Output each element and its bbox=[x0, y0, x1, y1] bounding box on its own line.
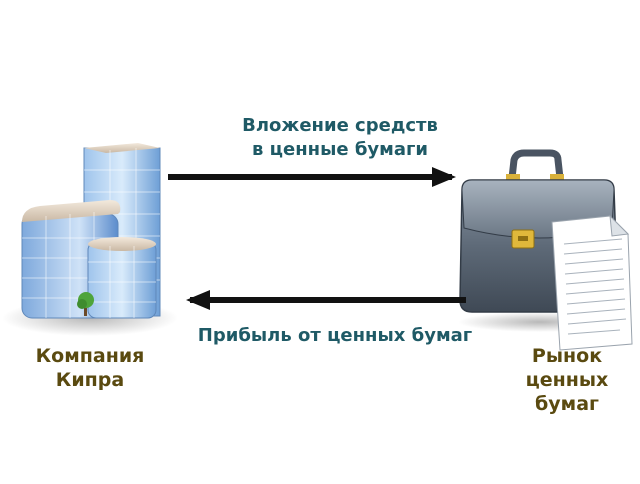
investment-label: Вложение средств в ценные бумаги bbox=[200, 114, 480, 162]
investment-label-line2: в ценные бумаги bbox=[251, 139, 428, 160]
company-label-line2: Кипра bbox=[55, 369, 125, 391]
office-building-icon bbox=[2, 143, 178, 336]
company-label: Компания Кипра bbox=[10, 344, 170, 392]
market-label-line1: Рынок bbox=[531, 345, 603, 367]
market-label-line2: ценных bbox=[525, 369, 609, 391]
market-label-line3: бумаг bbox=[535, 393, 599, 415]
market-label: Рынок ценных бумаг bbox=[500, 344, 634, 416]
profit-label: Прибыль от ценных бумаг bbox=[197, 325, 473, 346]
briefcase-with-document-icon bbox=[458, 149, 633, 351]
document-icon bbox=[551, 214, 633, 351]
investment-label-line1: Вложение средств bbox=[242, 115, 438, 136]
company-label-line1: Компания bbox=[35, 345, 145, 367]
